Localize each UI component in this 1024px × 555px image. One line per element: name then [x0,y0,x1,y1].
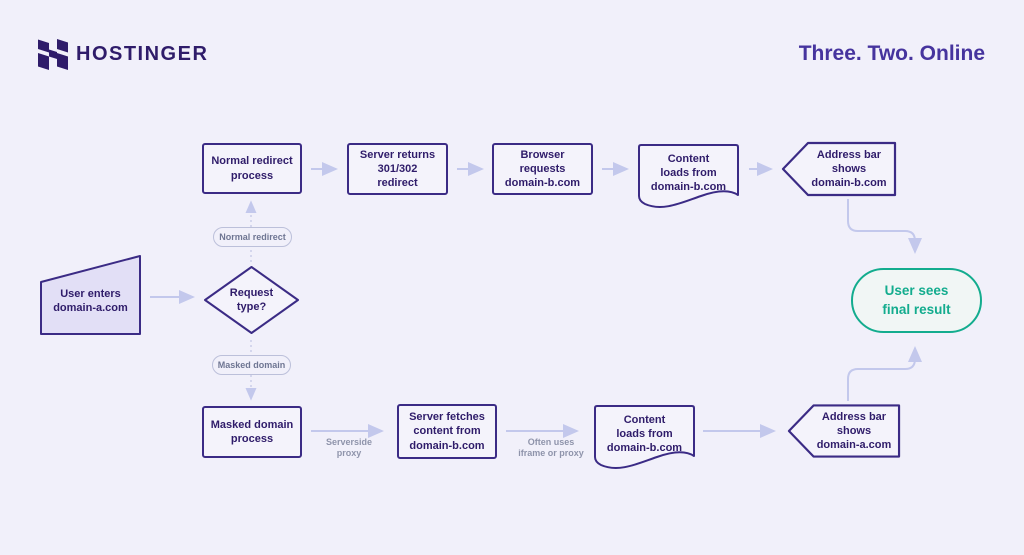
node-normal-redirect-process: Normal redirect process [202,143,302,194]
node-server-fetches-content: Server fetches content from domain-b.com [397,404,497,459]
node-label: Browser requests domain-b.com [504,148,581,190]
connector-addressbar-a-to-end [847,346,922,401]
node-label: User sees final result [882,283,951,317]
node-content-loads-domain-b-top: Content loads from domain-b.com [637,143,740,211]
node-label: Address bar shows domain-a.com [816,410,892,452]
node-label: Content loads from domain-b.com [606,413,683,455]
node-label: Masked domain process [210,418,294,445]
branch-label-normal-redirect: Normal redirect [213,227,292,247]
node-label: Request type? [229,286,274,313]
node-label: Content loads from domain-b.com [650,152,727,194]
node-content-loads-domain-b-bottom: Content loads from domain-b.com [593,404,696,472]
manual-input-shape [40,255,141,335]
node-server-returns-redirect: Server returns 301/302 redirect [347,143,448,195]
node-masked-domain-process: Masked domain process [202,406,302,458]
branch-label-masked-domain: Masked domain [212,355,291,375]
edge-label-iframe-proxy: Often uses iframe or proxy [518,437,584,459]
document-shape [594,405,695,469]
connector-addressbar-b-to-end [847,199,922,254]
node-address-bar-domain-b: Address bar shows domain-b.com [780,140,898,198]
hostinger-logo-icon [38,39,68,70]
node-user-enters-domain-a: User enters domain-a.com [40,255,141,335]
node-address-bar-domain-a: Address bar shows domain-a.com [786,402,902,460]
edge-label-serverside-proxy: Serverside proxy [325,437,373,459]
node-request-type-decision: Request type? [203,265,300,335]
node-label: Address bar shows domain-b.com [811,148,887,190]
node-browser-requests: Browser requests domain-b.com [492,143,593,195]
node-user-sees-final-result: User sees final result [851,268,982,333]
node-label: Server returns 301/302 redirect [359,148,436,190]
diamond-shape [204,266,299,334]
document-shape [638,144,739,208]
brand-name: HOSTINGER [76,43,209,65]
node-label: Server fetches content from domain-b.com [409,411,485,452]
pentagon-shape [781,141,897,197]
node-label: User enters domain-a.com [53,287,128,314]
tagline: Three. Two. Online [798,42,985,65]
node-label: Normal redirect process [211,155,293,182]
pentagon-shape [787,404,901,458]
